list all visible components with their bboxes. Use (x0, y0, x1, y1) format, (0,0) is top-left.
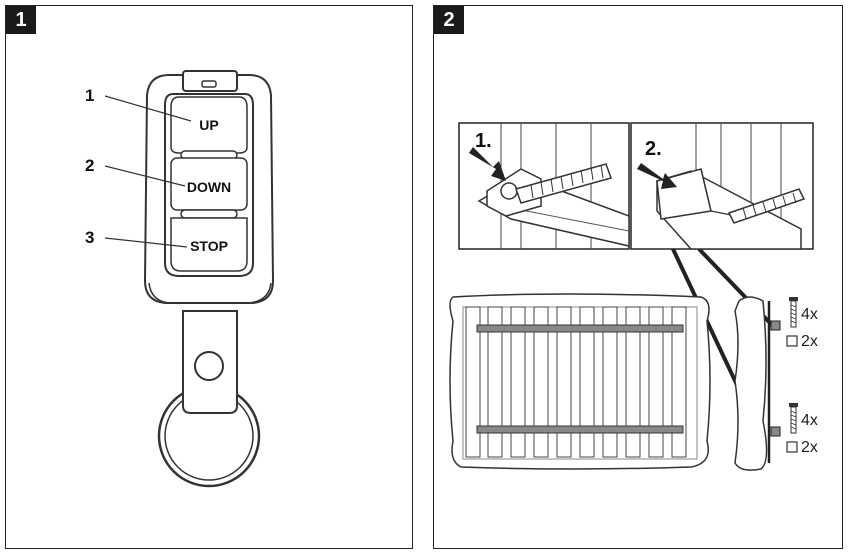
mounting-rail-top (476, 324, 684, 333)
step-1-label: 1. (475, 130, 492, 152)
cap-icon (786, 335, 798, 347)
step-2-label: 2. (645, 138, 662, 160)
screw-quantity: 4x (801, 306, 818, 323)
callout-1: 1 (85, 86, 94, 105)
fence-slats (465, 306, 687, 458)
callout-3: 3 (85, 228, 94, 247)
cap-quantity: 2x (801, 333, 818, 350)
detail-step-2: 2. (630, 122, 814, 250)
panel-mounting: 2 1. (433, 5, 843, 549)
mounting-rail-bottom (476, 425, 684, 434)
gate-panel (449, 293, 711, 470)
cap-icon (786, 441, 798, 453)
up-button-label: UP (199, 117, 218, 133)
hardware-set-bottom: 4x 2x (786, 403, 818, 456)
panel-number-badge-2: 2 (434, 6, 464, 34)
detail-step-1: 1. (458, 122, 630, 250)
panel-remote-control: 1 UP DOWN STOP 1 2 3 (5, 5, 413, 549)
stop-button-label: STOP (190, 238, 228, 254)
mounting-illustration: 1. 2. (449, 122, 818, 471)
insert-arrow-icon (469, 147, 506, 181)
strap-hole (194, 351, 224, 381)
remote-illustration: UP DOWN STOP 1 2 3 (85, 70, 275, 488)
hardware-set-top: 4x 2x (786, 297, 818, 350)
cap-quantity: 2x (801, 439, 818, 456)
indicator-led (201, 80, 217, 88)
down-button-label: DOWN (187, 179, 231, 195)
stop-button[interactable] (170, 217, 248, 272)
up-button[interactable] (170, 96, 248, 154)
gate-post (734, 296, 781, 471)
panel-number-badge: 1 (6, 6, 36, 34)
cap-arrow-icon (637, 163, 677, 189)
callout-2: 2 (85, 156, 94, 175)
screw-quantity: 4x (801, 412, 818, 429)
